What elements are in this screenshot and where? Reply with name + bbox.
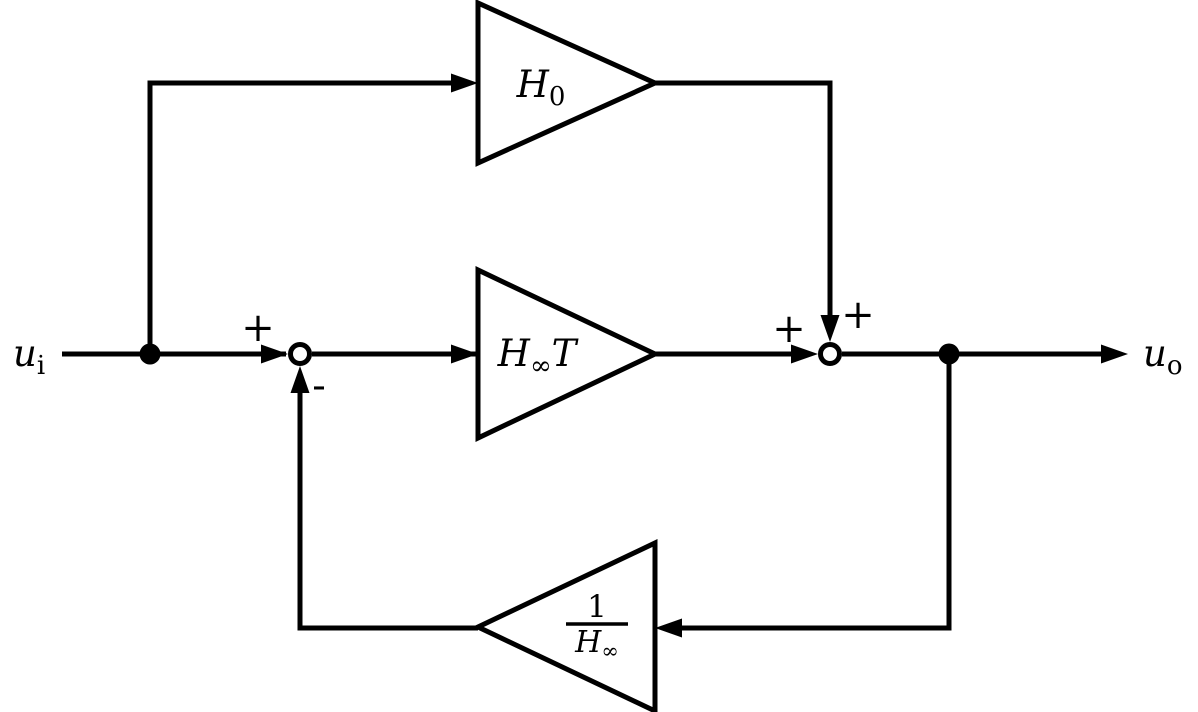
summing-junction-right — [818, 342, 842, 366]
wire-feedback-down-left — [680, 354, 952, 631]
nodes — [139, 342, 960, 366]
arrowhead-into-sum-left — [261, 344, 288, 364]
arrowhead-into-feedback-gain — [655, 618, 682, 638]
feedback-gain-numerator: 1 — [587, 589, 607, 625]
feedforward-gain-label: H0 — [516, 63, 566, 112]
feedforward-gain-block — [475, 0, 662, 167]
arrowhead-into-sum-right-top — [820, 315, 840, 342]
forward-gain-label: H∞T — [497, 332, 579, 381]
sum-left-plus-sign: + — [241, 305, 275, 351]
gain-blocks — [472, 0, 662, 712]
feedback-gain-block — [472, 539, 658, 712]
arrowhead-into-forward-gain — [451, 344, 478, 364]
feedback-gain-label: 1 H∞ — [566, 589, 628, 663]
output-label: uo — [1143, 332, 1183, 381]
sum-right-plus-top-sign: + — [841, 292, 875, 338]
arrowhead-into-feedforward-gain — [451, 73, 478, 93]
arrowhead-into-sum-right-left — [791, 344, 818, 364]
sum-left-minus-sign: - — [312, 363, 326, 409]
wire-feedforward-up-over — [147, 80, 454, 354]
input-label: ui — [13, 332, 45, 381]
arrowhead-output — [1101, 344, 1128, 364]
forward-gain-block — [475, 266, 661, 442]
labels: ui uo H0 H∞T 1 H∞ + - + + — [13, 63, 1183, 663]
summing-junction-left — [288, 342, 312, 366]
wire-feedback-left-up — [297, 392, 478, 631]
feedback-gain-denominator: H∞ — [574, 625, 619, 663]
wires — [62, 80, 1104, 631]
sum-right-plus-left-sign: + — [772, 306, 806, 352]
arrowheads — [261, 73, 1128, 638]
wire-feedforward-down-to-sum-right — [655, 80, 833, 319]
branch-node-output — [938, 343, 960, 365]
branch-node-input — [139, 343, 161, 365]
arrowhead-into-sum-left-bottom — [290, 366, 310, 393]
